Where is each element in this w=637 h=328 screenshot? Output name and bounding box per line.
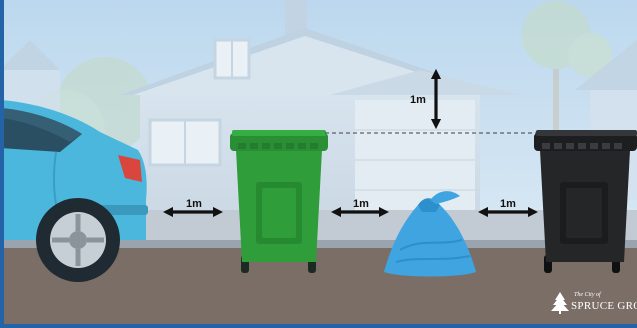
distance-label-bag-to-bin: 1m [500, 198, 516, 210]
logo-line-2: SPRUCE GROVE [571, 300, 637, 312]
distance-label-bin-to-bag: 1m [353, 198, 369, 210]
logo-line-1: The City of [574, 291, 602, 298]
left-border [0, 0, 4, 328]
distance-label-overhead: 1m [410, 94, 426, 106]
black-cart-bin [534, 130, 637, 273]
green-cart-bin [230, 130, 328, 273]
bottom-border [0, 324, 637, 328]
distance-label-car-to-bin: 1m [186, 198, 202, 210]
